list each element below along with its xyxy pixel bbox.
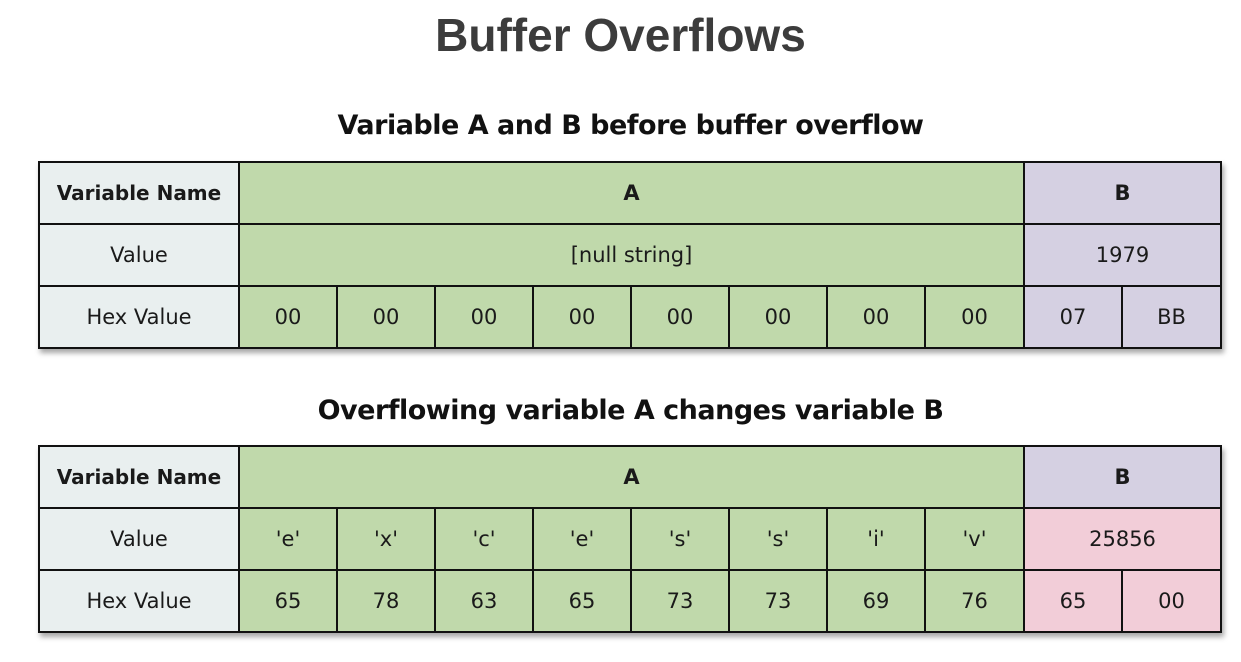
variable-b-value: 1979 bbox=[1023, 223, 1223, 287]
a-char-value: 'c' bbox=[434, 507, 534, 571]
a-hex-byte: 00 bbox=[336, 285, 436, 349]
variable-a-name: A bbox=[237, 161, 1026, 225]
a-char-value: 'e' bbox=[532, 507, 632, 571]
a-hex-byte: 00 bbox=[434, 285, 534, 349]
b-hex-byte: 00 bbox=[1121, 569, 1223, 633]
row-label: Value bbox=[38, 223, 240, 287]
b-hex-byte: 65 bbox=[1023, 569, 1124, 633]
a-char-value: 'i' bbox=[826, 507, 926, 571]
variable-name-row: Variable Name A B bbox=[38, 161, 1223, 225]
a-hex-byte: 65 bbox=[532, 569, 632, 633]
after-memory-table: Variable Name A B Value 'e' 'x' 'c' 'e' … bbox=[38, 445, 1223, 633]
value-row: Value 'e' 'x' 'c' 'e' 's' 's' 'i' 'v' 25… bbox=[38, 507, 1223, 571]
a-hex-byte: 00 bbox=[826, 285, 926, 349]
value-row: Value [null string] 1979 bbox=[38, 223, 1223, 287]
after-heading: Overflowing variable A changes variable … bbox=[317, 395, 944, 426]
a-hex-byte: 65 bbox=[238, 569, 338, 633]
a-hex-byte: 00 bbox=[630, 285, 730, 349]
a-char-value: 's' bbox=[728, 507, 828, 571]
a-hex-byte: 73 bbox=[728, 569, 828, 633]
a-char-value: 'e' bbox=[238, 507, 338, 571]
variable-b-name: B bbox=[1023, 445, 1223, 509]
row-label: Hex Value bbox=[38, 285, 240, 349]
row-label: Variable Name bbox=[38, 445, 240, 509]
before-heading: Variable A and B before buffer overflow bbox=[337, 110, 924, 141]
row-label: Value bbox=[38, 507, 240, 571]
variable-a-value: [null string] bbox=[237, 223, 1026, 287]
a-hex-byte: 00 bbox=[238, 285, 338, 349]
a-char-value: 's' bbox=[630, 507, 730, 571]
b-hex-byte: 07 bbox=[1023, 285, 1124, 349]
variable-b-value: 25856 bbox=[1023, 507, 1223, 571]
row-label: Variable Name bbox=[38, 161, 240, 225]
row-label: Hex Value bbox=[38, 569, 240, 633]
a-hex-byte: 63 bbox=[434, 569, 534, 633]
a-hex-byte: 00 bbox=[728, 285, 828, 349]
b-hex-byte: BB bbox=[1121, 285, 1223, 349]
a-hex-byte: 76 bbox=[923, 569, 1026, 633]
before-memory-table: Variable Name A B Value [null string] 19… bbox=[38, 161, 1223, 349]
a-hex-byte: 00 bbox=[923, 285, 1026, 349]
a-char-value: 'v' bbox=[923, 507, 1026, 571]
hex-row: Hex Value 65 78 63 65 73 73 69 76 65 00 bbox=[38, 569, 1223, 633]
variable-b-name: B bbox=[1023, 161, 1223, 225]
a-hex-byte: 78 bbox=[336, 569, 436, 633]
a-hex-byte: 00 bbox=[532, 285, 632, 349]
page-title: Buffer Overflows bbox=[435, 9, 806, 61]
a-hex-byte: 69 bbox=[826, 569, 926, 633]
a-hex-byte: 73 bbox=[630, 569, 730, 633]
variable-name-row: Variable Name A B bbox=[38, 445, 1223, 509]
a-char-value: 'x' bbox=[336, 507, 436, 571]
variable-a-name: A bbox=[237, 445, 1026, 509]
hex-row: Hex Value 00 00 00 00 00 00 00 00 07 BB bbox=[38, 285, 1223, 349]
